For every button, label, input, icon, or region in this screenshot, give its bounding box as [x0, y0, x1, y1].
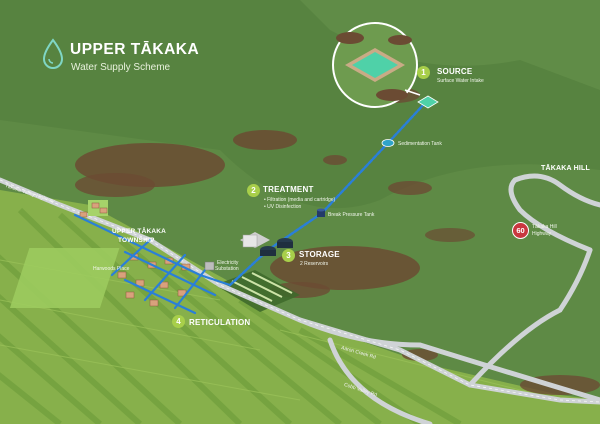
- harwoods-place-label: Harwoods Place: [93, 266, 130, 272]
- step-4-badge: 4: [172, 315, 185, 328]
- step-1-title: SOURCE: [437, 67, 473, 76]
- electricity-label-line2: Substation: [215, 266, 239, 272]
- highway-name-line2: Highway: [532, 231, 552, 237]
- step-3-detail: 2 Reservoirs: [300, 261, 329, 267]
- reticulation-pipes: [73, 213, 232, 315]
- page-subtitle: Water Supply Scheme: [71, 62, 171, 73]
- step-2-title: TREATMENT: [263, 185, 314, 194]
- step-4-title: RETICULATION: [189, 318, 251, 327]
- highway-60-badge: 60: [512, 222, 529, 239]
- step-2-detail-1: • Filtration (media and cartridge): [264, 197, 336, 203]
- township-label-line2: TOWNSHIP: [118, 237, 155, 244]
- step-2-badge: 2: [247, 184, 260, 197]
- step-2-detail-2: • UV Disinfection: [264, 204, 302, 210]
- break-pressure-tank: [317, 208, 325, 217]
- water-drop-icon: [42, 38, 64, 69]
- source-inset: [332, 22, 439, 109]
- treatment-plant: [240, 232, 270, 248]
- electricity-label-line1: Electricity: [217, 260, 239, 266]
- step-3-badge: 3: [282, 249, 295, 262]
- takaka-hill-label: TĀKAKA HILL: [541, 165, 590, 172]
- logo: [42, 38, 64, 75]
- step-1-badge: 1: [417, 66, 430, 79]
- step-3-title: STORAGE: [299, 250, 340, 259]
- forest-patches: [75, 87, 600, 395]
- step-1-detail: Surface Water Intake: [437, 78, 484, 84]
- field-stripes: [0, 207, 462, 424]
- page-title: UPPER TĀKAKA: [70, 41, 200, 58]
- reservoirs: [260, 238, 293, 256]
- sedimentation-tank: [381, 139, 395, 147]
- road-centerlines: [0, 179, 600, 403]
- break-pressure-tank-label: Break Pressure Tank: [328, 212, 375, 218]
- valley-farmland: [0, 190, 600, 424]
- township-label-line1: UPPER TĀKAKA: [112, 228, 167, 235]
- sedimentation-tank-label: Sedimentation Tank: [398, 141, 442, 147]
- highway-name-line1: Tākaka Hill: [532, 224, 557, 230]
- electricity-substation: [204, 261, 215, 271]
